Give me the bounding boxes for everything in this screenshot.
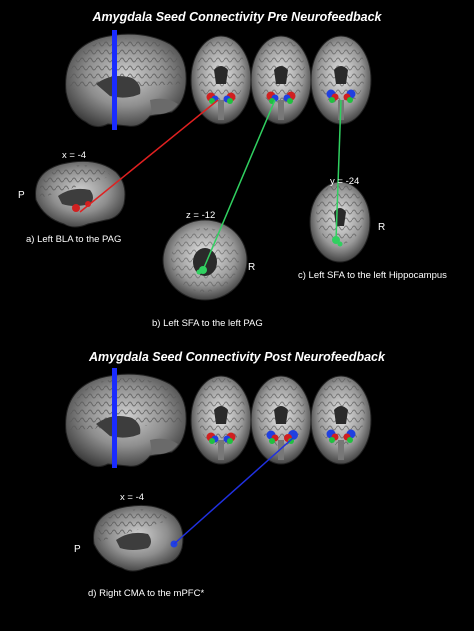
coord-b: z = -12 — [186, 210, 216, 221]
post-title: Amygdala Seed Connectivity Post Neurofee… — [89, 350, 385, 364]
pre-title: Amygdala Seed Connectivity Pre Neurofeed… — [92, 10, 382, 24]
coord-a: x = -4 — [62, 150, 87, 161]
post-sagittal-slice — [65, 368, 187, 468]
post-coronal-slice-1 — [190, 375, 252, 465]
caption-c: c) Left SFA to the left Hippocampus — [298, 270, 447, 281]
side-d: P — [74, 544, 81, 555]
caption-a: a) Left BLA to the PAG — [26, 234, 122, 245]
sagittal-position-bar — [112, 30, 117, 130]
pre-coronal-slice-1 — [190, 35, 252, 125]
side-c: R — [378, 222, 386, 233]
caption-d: d) Right CMA to the mPFC* — [88, 588, 205, 599]
post-sagittal-position-bar — [112, 368, 117, 468]
caption-b: b) Left SFA to the left PAG — [152, 318, 263, 329]
coord-d: x = -4 — [120, 492, 145, 503]
blob-pag — [85, 201, 91, 207]
side-b: R — [248, 262, 256, 273]
post-coronal-slice-3 — [310, 375, 372, 465]
post-coronal-slice-2 — [250, 375, 312, 465]
line-green-b — [202, 99, 276, 271]
blob-bla — [72, 204, 80, 212]
slice-c-coronal — [309, 181, 371, 263]
slice-a-sagittal — [35, 160, 126, 228]
line-red-a — [79, 99, 219, 213]
line-blue-d — [173, 437, 294, 545]
slice-b-axial — [162, 219, 248, 301]
pre-coronal-slice-3 — [310, 35, 372, 125]
pre-coronal-slice-2 — [250, 35, 312, 125]
slice-d-sagittal — [93, 504, 184, 572]
line-green-c — [335, 99, 342, 241]
pre-sagittal-slice — [65, 30, 187, 130]
side-a: P — [18, 190, 25, 201]
coord-c: y = -24 — [330, 176, 360, 187]
